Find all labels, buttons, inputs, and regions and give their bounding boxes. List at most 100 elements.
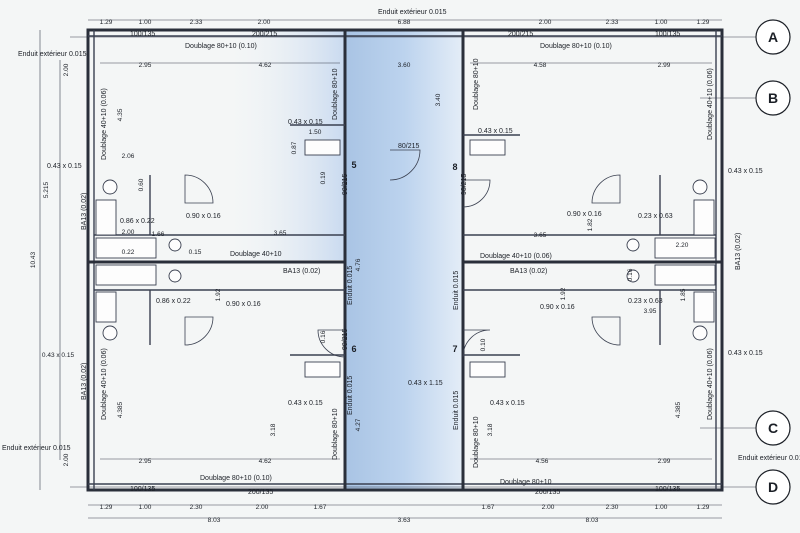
svg-text:0.90 x 0.16: 0.90 x 0.16 [540, 304, 575, 311]
svg-text:0.43 x 0.15: 0.43 x 0.15 [728, 350, 763, 357]
svg-text:5: 5 [351, 160, 356, 170]
interior-dimensions: 2.95 4.62 3.60 4.58 2.99 4.35 3.40 1.50 … [117, 62, 689, 465]
axis-lines [70, 36, 760, 488]
svg-text:D: D [768, 479, 778, 495]
svg-text:0.15: 0.15 [189, 249, 202, 256]
svg-text:3.63: 3.63 [398, 517, 411, 524]
svg-text:Doublage 40+10 (0.06): Doublage 40+10 (0.06) [707, 68, 714, 140]
svg-text:C: C [768, 420, 778, 436]
top-dimensions: 1.29 1.00 2.33 2.00 6.88 2.00 2.33 1.00 … [100, 19, 710, 26]
svg-text:3.18: 3.18 [270, 423, 277, 436]
svg-text:Doublage 40+10: Doublage 40+10 [230, 251, 282, 258]
svg-text:90/215: 90/215 [342, 328, 349, 350]
svg-text:2.20: 2.20 [676, 242, 689, 249]
svg-text:200/215: 200/215 [508, 31, 533, 38]
svg-text:Doublage 40+10 (0.06): Doublage 40+10 (0.06) [101, 348, 108, 420]
left-dimensions: 2.00 5.215 10.43 0.43 x 0.15 2.00 [30, 63, 74, 466]
svg-text:4.62: 4.62 [259, 62, 272, 69]
svg-text:100/135: 100/135 [655, 486, 680, 493]
svg-text:A: A [768, 29, 778, 45]
svg-text:1.66: 1.66 [152, 231, 165, 238]
svg-text:2.00: 2.00 [258, 19, 271, 26]
svg-text:4.76: 4.76 [355, 258, 362, 271]
svg-text:0.43 x 0.15: 0.43 x 0.15 [478, 128, 513, 135]
svg-text:Enduit 0.015: Enduit 0.015 [347, 376, 354, 415]
svg-text:Doublage 80+10 (0.10): Doublage 80+10 (0.10) [200, 475, 272, 482]
svg-text:3.95: 3.95 [644, 308, 657, 315]
central-corridor [345, 30, 463, 490]
svg-text:Enduit 0.015: Enduit 0.015 [453, 271, 460, 310]
svg-text:Doublage 40+10 (0.06): Doublage 40+10 (0.06) [707, 348, 714, 420]
svg-text:1.00: 1.00 [655, 19, 668, 26]
svg-text:2.00: 2.00 [63, 453, 70, 466]
svg-text:200/215: 200/215 [252, 31, 277, 38]
svg-text:1.00: 1.00 [139, 504, 152, 511]
svg-text:100/135: 100/135 [130, 486, 155, 493]
svg-text:Enduit 0.015: Enduit 0.015 [453, 391, 460, 430]
svg-text:Doublage 80+10 (0.10): Doublage 80+10 (0.10) [185, 43, 257, 50]
svg-text:10.43: 10.43 [30, 251, 37, 268]
svg-text:BA13 (0.02): BA13 (0.02) [735, 233, 742, 270]
svg-text:Doublage 40+10 (0.06): Doublage 40+10 (0.06) [101, 88, 108, 160]
svg-text:Doublage 40+10 (0.06): Doublage 40+10 (0.06) [480, 253, 552, 260]
svg-text:200/135: 200/135 [248, 489, 273, 496]
svg-text:2.99: 2.99 [658, 458, 671, 465]
svg-text:1.29: 1.29 [100, 504, 113, 511]
svg-text:B: B [768, 90, 778, 106]
svg-text:8.03: 8.03 [208, 517, 221, 524]
svg-text:2.00: 2.00 [63, 63, 70, 76]
svg-text:BA13 (0.02): BA13 (0.02) [283, 268, 320, 275]
svg-text:Enduit extérieur 0.015: Enduit extérieur 0.015 [378, 9, 447, 16]
svg-text:0.43 x 0.15: 0.43 x 0.15 [288, 119, 323, 126]
interior-walls [88, 30, 722, 490]
svg-text:100/135: 100/135 [130, 31, 155, 38]
dimension-lines [39, 19, 722, 519]
svg-text:2.95: 2.95 [139, 62, 152, 69]
svg-text:0.86 x 0.22: 0.86 x 0.22 [156, 298, 191, 305]
svg-text:200/135: 200/135 [535, 489, 560, 496]
svg-text:Doublage 80+10: Doublage 80+10 [332, 408, 339, 460]
svg-text:80/215: 80/215 [398, 143, 420, 150]
svg-text:5.215: 5.215 [43, 181, 50, 198]
svg-text:0.10: 0.10 [480, 338, 487, 351]
svg-text:2.99: 2.99 [658, 62, 671, 69]
svg-text:3.60: 3.60 [398, 62, 411, 69]
svg-text:90/215: 90/215 [342, 173, 349, 195]
svg-text:Enduit extérieur 0.015: Enduit extérieur 0.015 [2, 445, 71, 452]
svg-text:Doublage 80+10 (0.10): Doublage 80+10 (0.10) [540, 43, 612, 50]
svg-text:2.33: 2.33 [190, 19, 203, 26]
svg-text:1.82: 1.82 [587, 218, 594, 231]
svg-text:1.92: 1.92 [560, 287, 567, 300]
svg-text:2.00: 2.00 [542, 504, 555, 511]
axis-marker-d: D [755, 469, 791, 505]
svg-text:8: 8 [452, 162, 457, 172]
svg-text:3.18: 3.18 [487, 423, 494, 436]
svg-text:0.22: 0.22 [122, 249, 135, 256]
svg-text:6: 6 [351, 344, 356, 354]
svg-text:4.385: 4.385 [117, 401, 124, 418]
svg-text:1.00: 1.00 [139, 19, 152, 26]
room-numbers: 5 6 7 8 [351, 160, 457, 354]
svg-text:2.30: 2.30 [606, 504, 619, 511]
svg-text:BA13 (0.02): BA13 (0.02) [81, 363, 88, 400]
svg-text:1.29: 1.29 [100, 19, 113, 26]
svg-text:7: 7 [452, 344, 457, 354]
svg-text:0.90 x 0.16: 0.90 x 0.16 [567, 211, 602, 218]
svg-text:0.43 x 1.15: 0.43 x 1.15 [408, 380, 443, 387]
svg-text:1.50: 1.50 [309, 129, 322, 136]
svg-text:1.29: 1.29 [697, 504, 710, 511]
svg-text:2.30: 2.30 [190, 504, 203, 511]
svg-text:4.27: 4.27 [355, 418, 362, 431]
svg-text:4.56: 4.56 [536, 458, 549, 465]
svg-text:0.90 x 0.16: 0.90 x 0.16 [226, 301, 261, 308]
svg-text:0.86 x 0.22: 0.86 x 0.22 [120, 218, 155, 225]
svg-text:0.87: 0.87 [291, 141, 298, 154]
svg-text:100/135: 100/135 [655, 31, 680, 38]
svg-text:2.95: 2.95 [139, 458, 152, 465]
svg-text:0.43 x 0.15: 0.43 x 0.15 [288, 400, 323, 407]
svg-text:0.16: 0.16 [627, 268, 634, 281]
svg-text:0.43 x 0.15: 0.43 x 0.15 [490, 400, 525, 407]
svg-text:2.06: 2.06 [122, 153, 135, 160]
svg-text:0.43 x 0.15: 0.43 x 0.15 [47, 163, 82, 170]
svg-text:2.00: 2.00 [539, 19, 552, 26]
